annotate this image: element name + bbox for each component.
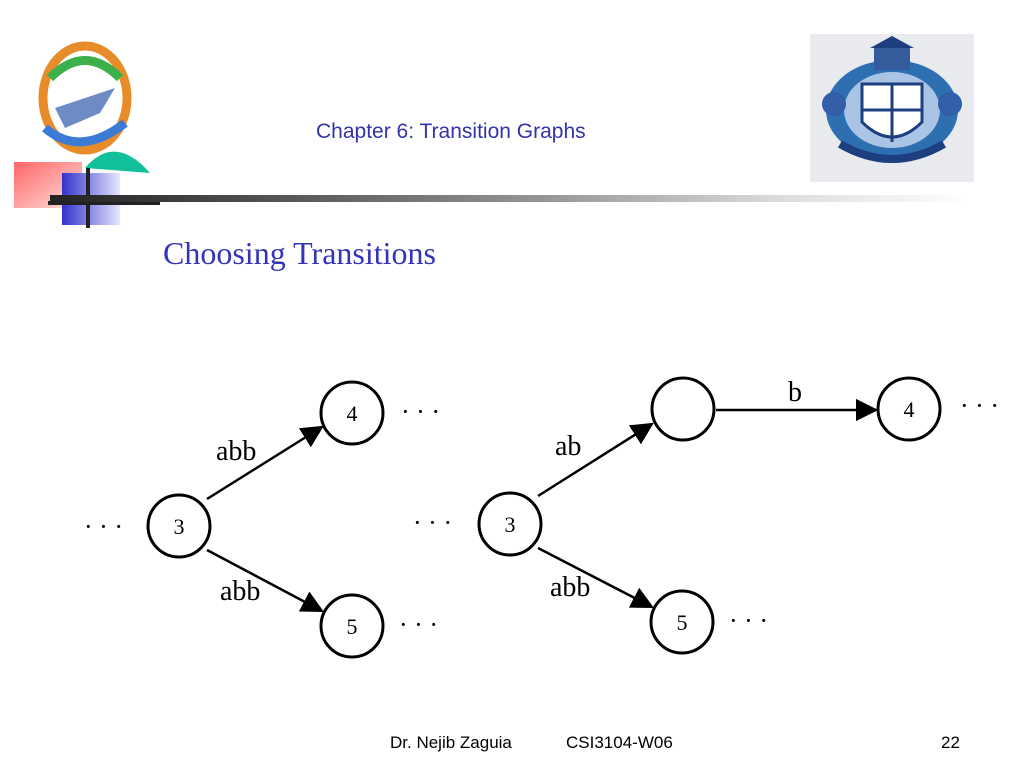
right-edge-3-to-intermediate [537,422,654,498]
chapter-title: Chapter 6: Transition Graphs [316,120,586,143]
left-state-3: 3 [146,493,212,559]
right-intermediate-state [650,376,716,442]
header-divider [50,195,970,202]
university-crest [810,34,974,182]
left-state-4: 4 [319,380,385,446]
left-ellipsis-start: · · · [84,512,123,541]
footer-author: Dr. Nejib Zaguia [390,733,512,752]
right-edge-3-to-intermediate-label: ab [555,431,581,462]
left-ellipsis-bottom: · · · [399,610,438,639]
right-ellipsis-start: · · · [413,508,452,537]
left-edge-3-to-4-label: abb [216,436,256,467]
right-state-4: 4 [876,376,942,442]
right-state-5-label: 5 [677,610,688,635]
right-state-3: 3 [477,491,543,557]
left-transition-graph: · · · 3 4 5 abb abb · · · · · · [84,380,440,659]
right-edge-intermediate-to-4-label: b [788,377,802,408]
left-ellipsis-top: · · · [401,397,440,426]
left-state-3-label: 3 [174,514,185,539]
right-state-5: 5 [649,589,715,655]
left-state-4-label: 4 [347,401,358,426]
right-edge-3-to-5-label: abb [550,572,590,603]
footer-page-number: 22 [941,733,960,752]
right-edge-3-to-5 [537,546,654,609]
footer-course: CSI3104-W06 [566,733,673,752]
left-edge-3-to-5 [206,548,324,613]
left-edge-3-to-4 [206,425,324,501]
right-transition-graph: · · · 3 4 5 ab b abb · · · · · · [413,376,999,655]
right-state-3-label: 3 [505,512,516,537]
left-edge-3-to-5-label: abb [220,576,260,607]
slide-title: Choosing Transitions [163,235,436,271]
left-state-5-label: 5 [347,614,358,639]
right-ellipsis-top: · · · [960,391,999,420]
right-state-4-label: 4 [904,397,915,422]
left-state-5: 5 [319,593,385,659]
right-ellipsis-bottom: · · · [729,606,768,635]
